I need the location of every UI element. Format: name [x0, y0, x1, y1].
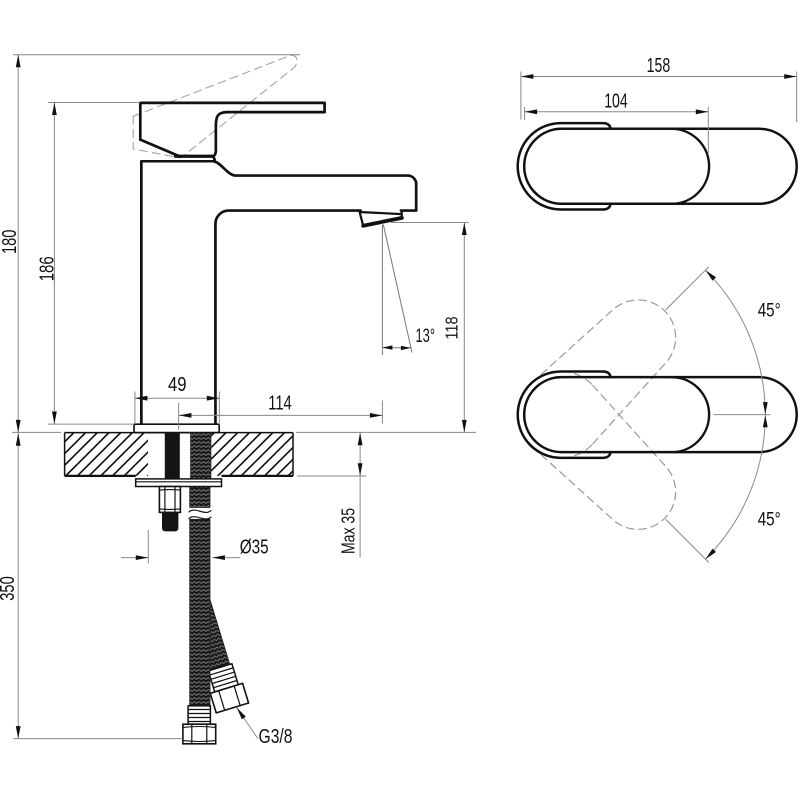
- svg-text:114: 114: [268, 393, 292, 415]
- svg-text:104: 104: [604, 91, 628, 113]
- svg-text:Ø35: Ø35: [240, 536, 269, 558]
- svg-text:186: 186: [37, 256, 59, 281]
- svg-text:350: 350: [0, 576, 19, 601]
- svg-text:118: 118: [441, 317, 461, 340]
- svg-text:180: 180: [0, 230, 21, 255]
- svg-text:G3/8: G3/8: [259, 725, 293, 748]
- svg-text:13°: 13°: [416, 326, 436, 347]
- svg-text:45°: 45°: [758, 300, 781, 321]
- svg-text:49: 49: [168, 374, 187, 396]
- svg-text:45°: 45°: [758, 510, 781, 531]
- svg-text:158: 158: [647, 55, 671, 77]
- svg-text:Max 35: Max 35: [339, 508, 359, 554]
